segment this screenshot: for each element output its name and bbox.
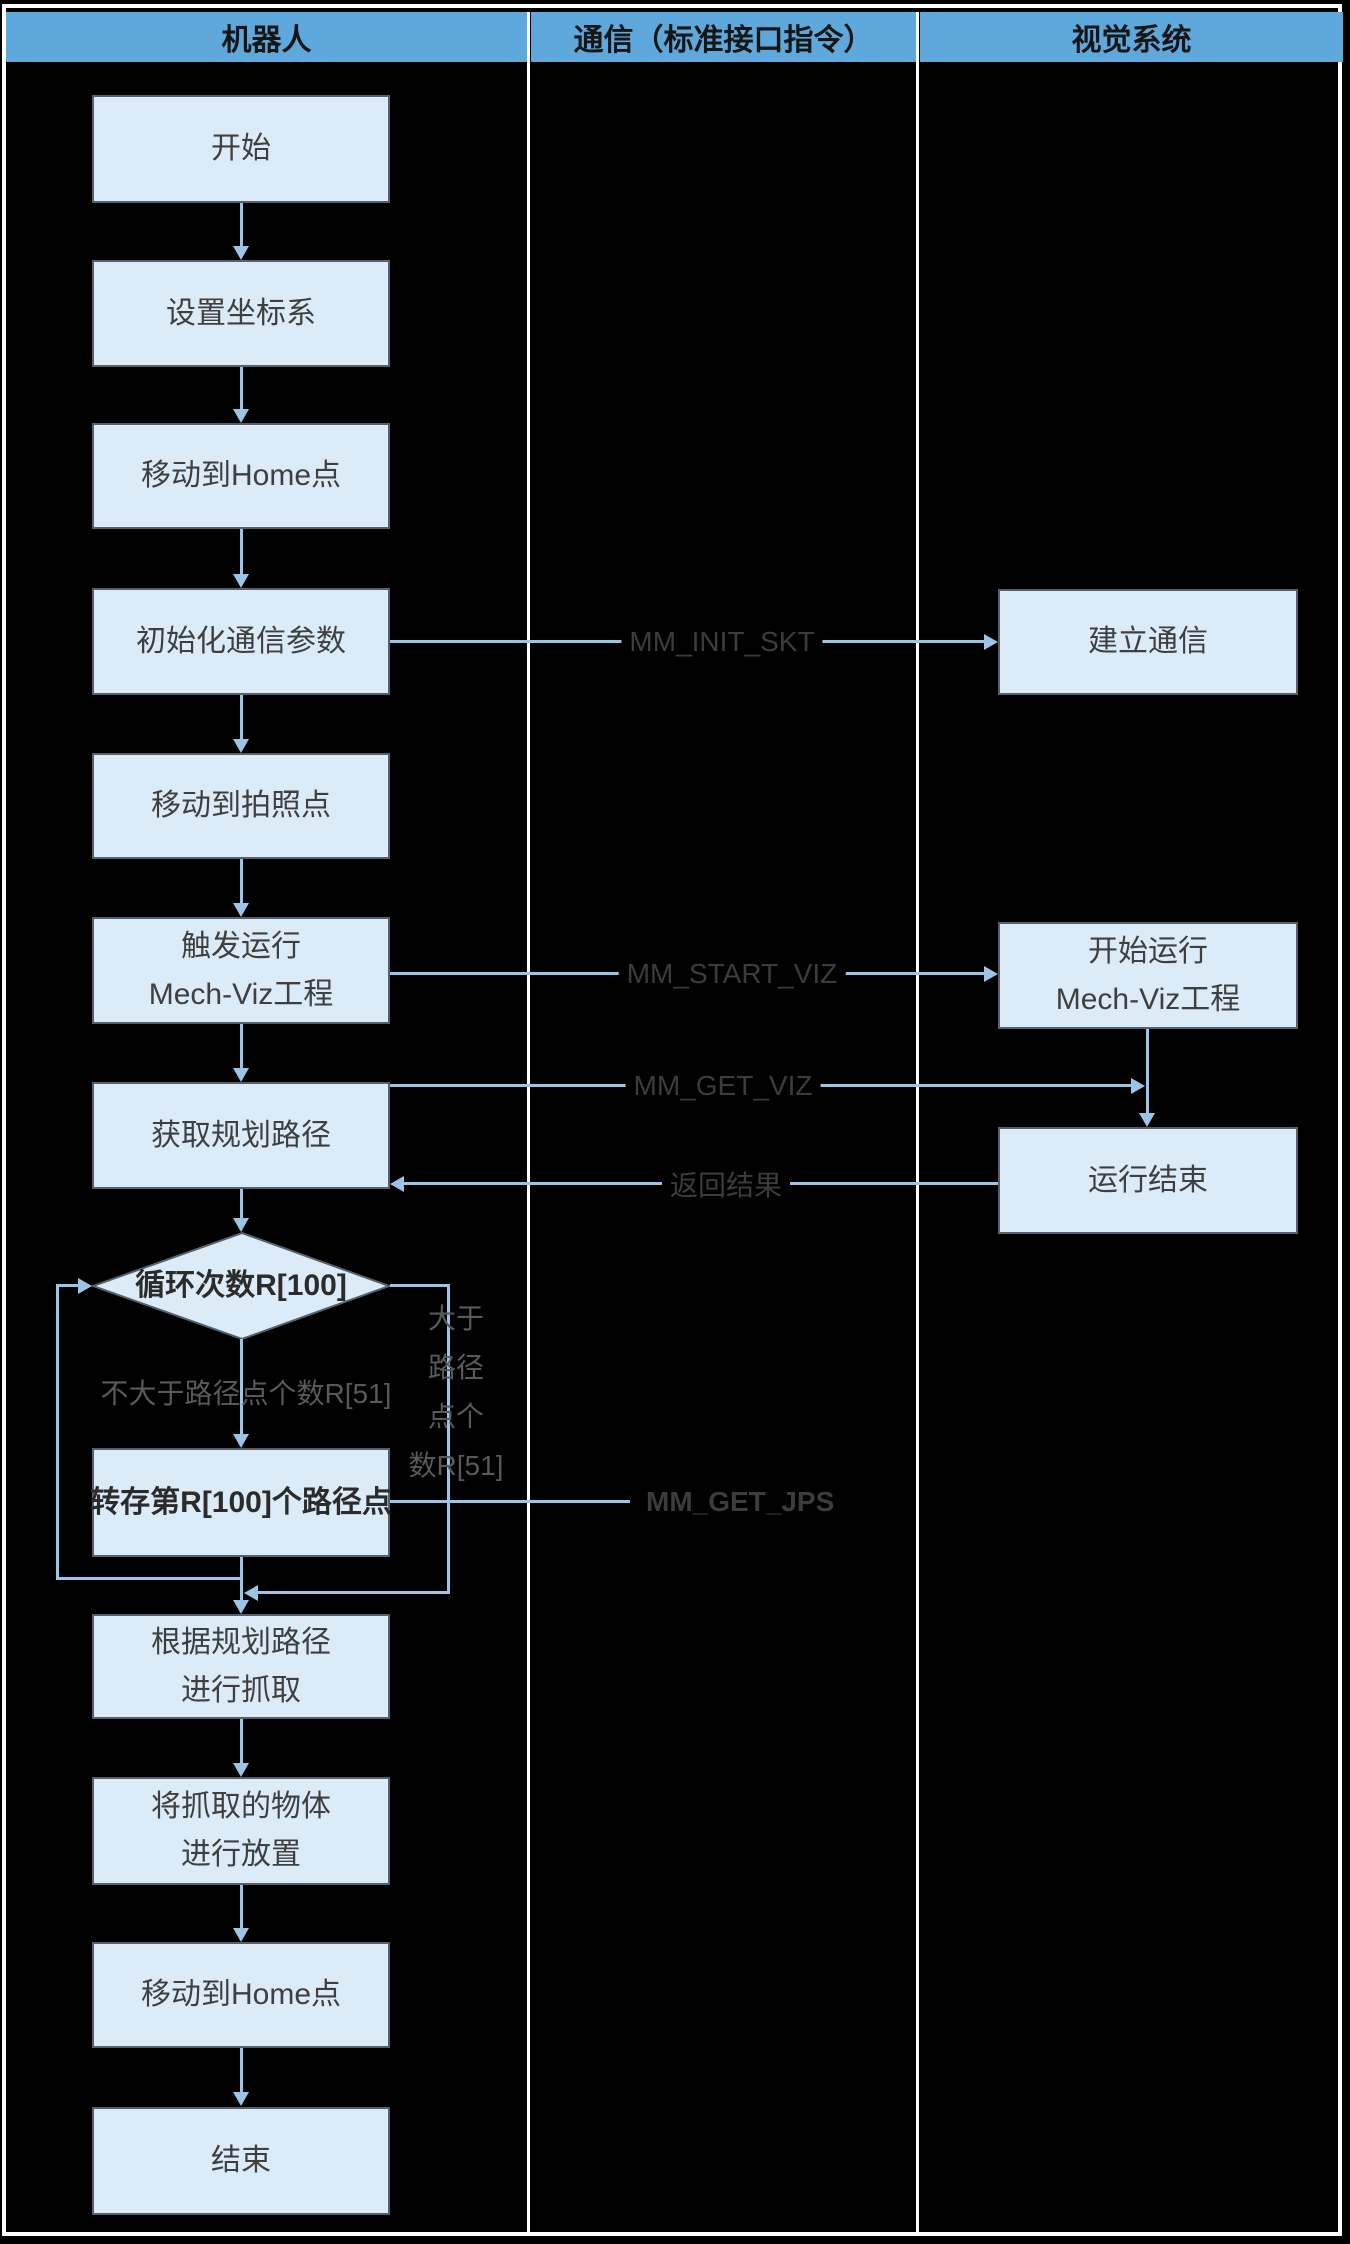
node-move-home-2-label: 移动到Home点 xyxy=(140,1978,342,2011)
arrowhead-down-icon xyxy=(233,1763,249,1777)
loopback-line xyxy=(56,1285,59,1580)
node-run-end: 运行结束 xyxy=(998,1127,1298,1234)
arrowhead-right-icon xyxy=(78,1278,92,1294)
node-transfer-point: 转存第R[100]个路径点 xyxy=(90,1448,392,1557)
node-pick: 根据规划路径 进行抓取 xyxy=(92,1614,390,1719)
arrowhead-left-icon xyxy=(244,1585,258,1601)
lane-header-vision-label: 视觉系统 xyxy=(1071,24,1192,57)
msg-label-get-jps: MM_GET_JPS xyxy=(638,1486,843,1518)
node-move-home-1-label: 移动到Home点 xyxy=(140,459,342,492)
flow-line xyxy=(240,203,243,247)
node-trigger-viz-line1: 触发运行 xyxy=(181,929,301,963)
branch-label-greater: 大于 路径 点个 数R[51] xyxy=(406,1294,506,1490)
arrowhead-down-icon xyxy=(233,1218,249,1232)
branch-label-greater-line2: 路径 xyxy=(427,1352,484,1383)
arrowhead-down-icon xyxy=(233,739,249,753)
node-get-path-label: 获取规划路径 xyxy=(151,1118,331,1152)
greater-branch-line xyxy=(258,1591,450,1594)
flow-line xyxy=(240,1885,243,1928)
node-move-photo: 移动到拍照点 xyxy=(92,753,390,859)
node-pick-line1: 根据规划路径 xyxy=(151,1625,331,1659)
node-move-home-1: 移动到Home点 xyxy=(92,423,390,529)
lane-header-robot: 机器人 xyxy=(6,12,527,62)
lane-header-comm: 通信（标准接口指令） xyxy=(531,12,916,62)
node-start: 开始 xyxy=(92,95,390,203)
arrowhead-down-icon xyxy=(233,1600,249,1614)
flow-line xyxy=(240,529,243,575)
node-run-viz: 开始运行 Mech-Viz工程 xyxy=(998,922,1298,1029)
node-start-label: 开始 xyxy=(211,132,271,165)
arrowhead-down-icon xyxy=(233,574,249,588)
node-place-line2: 进行放置 xyxy=(181,1838,301,1871)
lane-divider-2 xyxy=(916,12,919,2232)
flow-line xyxy=(240,367,243,410)
node-trigger-viz-line2: Mech-Viz工程 xyxy=(148,977,334,1011)
node-move-photo-label: 移动到拍照点 xyxy=(151,789,331,822)
node-init-comm-label: 初始化通信参数 xyxy=(136,624,346,658)
flow-line xyxy=(240,695,243,740)
flow-line xyxy=(1146,1029,1149,1113)
decision-diamond-label: 循环次数R[100] xyxy=(135,1269,347,1302)
arrowhead-down-icon xyxy=(233,409,249,423)
lane-header-comm-label: 通信（标准接口指令） xyxy=(573,24,874,57)
arrowhead-down-icon xyxy=(233,246,249,260)
node-set-coordinate-label: 设置坐标系 xyxy=(166,296,316,330)
lane-divider-1 xyxy=(527,12,530,2232)
node-place: 将抓取的物体 进行放置 xyxy=(92,1777,390,1885)
arrowhead-down-icon xyxy=(233,2092,249,2106)
flow-line xyxy=(240,1719,243,1763)
flow-line xyxy=(240,859,243,904)
node-transfer-point-label: 转存第R[100]个路径点 xyxy=(90,1485,392,1519)
node-move-home-2: 移动到Home点 xyxy=(92,1942,390,2048)
loopback-line xyxy=(56,1284,78,1287)
arrowhead-down-icon xyxy=(233,1434,249,1448)
node-run-viz-line1: 开始运行 xyxy=(1088,934,1208,968)
arrowhead-down-icon xyxy=(1139,1113,1155,1127)
node-establish-comm: 建立通信 xyxy=(998,589,1298,695)
arrowhead-left-icon xyxy=(390,1176,404,1192)
lane-header-robot-label: 机器人 xyxy=(221,24,312,57)
node-run-end-label: 运行结束 xyxy=(1088,1163,1208,1197)
node-get-path: 获取规划路径 xyxy=(92,1082,390,1189)
node-init-comm: 初始化通信参数 xyxy=(92,588,390,695)
node-pick-line2: 进行抓取 xyxy=(181,1673,301,1707)
branch-label-not-greater: 不大于路径点个数R[51] xyxy=(100,1378,392,1409)
node-trigger-viz: 触发运行 Mech-Viz工程 xyxy=(92,917,390,1024)
arrowhead-down-icon xyxy=(233,1928,249,1942)
branch-label-greater-line3: 点个 xyxy=(427,1401,484,1432)
node-end-label: 结束 xyxy=(211,2144,271,2177)
outer-frame xyxy=(2,4,1342,2236)
flow-line xyxy=(240,1189,243,1218)
arrowhead-right-icon xyxy=(1131,1078,1145,1094)
loopback-line xyxy=(57,1577,243,1580)
branch-label-greater-line4: 数R[51] xyxy=(408,1450,504,1481)
node-place-line1: 将抓取的物体 xyxy=(151,1790,331,1823)
greater-branch-line xyxy=(390,1284,450,1287)
greater-branch-line xyxy=(447,1284,450,1594)
arrowhead-right-icon xyxy=(984,634,998,650)
arrowhead-down-icon xyxy=(233,1068,249,1082)
node-set-coordinate: 设置坐标系 xyxy=(92,260,390,367)
arrowhead-down-icon xyxy=(233,903,249,917)
node-end: 结束 xyxy=(92,2107,390,2215)
msg-label-return-result: 返回结果 xyxy=(661,1164,791,1204)
flow-line xyxy=(240,2048,243,2093)
msg-line-get-jps xyxy=(390,1500,630,1503)
lane-header-vision: 视觉系统 xyxy=(920,12,1343,62)
msg-label-init-skt: MM_INIT_SKT xyxy=(621,626,823,658)
node-run-viz-line2: Mech-Viz工程 xyxy=(1055,982,1241,1016)
branch-label-greater-line1: 大于 xyxy=(427,1303,484,1334)
node-establish-comm-label: 建立通信 xyxy=(1088,625,1208,658)
msg-label-start-viz: MM_START_VIZ xyxy=(618,958,846,990)
flow-line xyxy=(240,1024,243,1069)
arrowhead-right-icon xyxy=(984,966,998,982)
flow-line xyxy=(240,1339,243,1434)
msg-label-get-viz: MM_GET_VIZ xyxy=(625,1070,821,1102)
